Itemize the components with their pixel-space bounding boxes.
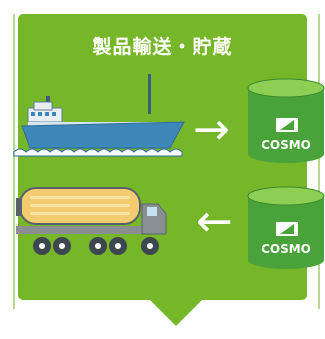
ship-icon — [13, 74, 185, 157]
down-pointer-icon — [150, 300, 202, 326]
right-arrow-icon: → — [193, 104, 230, 155]
panel-title: 製品輸送・貯蔵 — [92, 36, 233, 58]
storage-tank-top: COSMO — [247, 78, 325, 163]
storage-tank-bottom: COSMO — [247, 186, 325, 269]
tank-top-brand: COSMO — [261, 138, 311, 152]
tank-bottom-brand: COSMO — [261, 242, 311, 256]
tanker-truck-icon — [16, 187, 167, 255]
left-arrow-icon: ← — [196, 196, 233, 247]
frame-right-line — [318, 14, 320, 309]
frame-left-line — [13, 14, 15, 309]
